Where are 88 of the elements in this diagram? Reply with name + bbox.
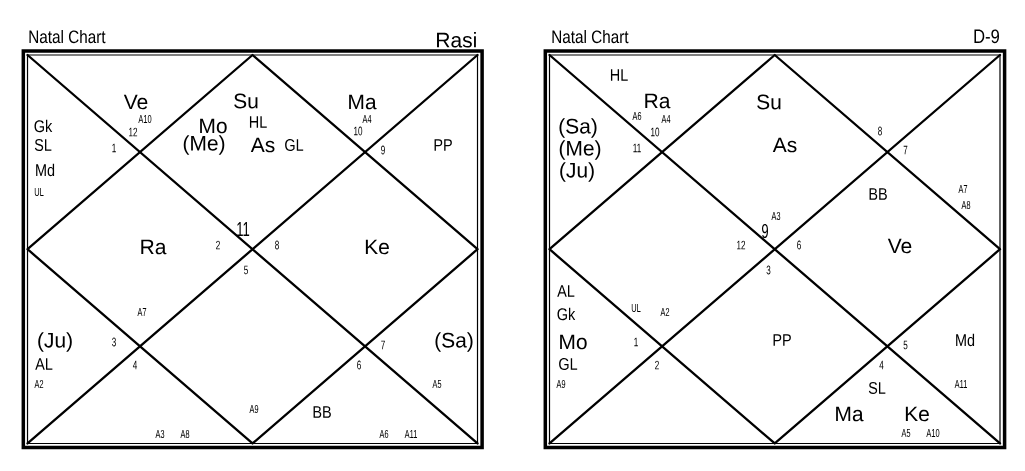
sign-number: 10: [354, 126, 363, 136]
house-label: Gk: [34, 119, 53, 133]
house-label: PP: [434, 139, 452, 151]
sign-number: 1: [112, 143, 116, 153]
house-label: A5: [432, 380, 442, 388]
house-label: A11: [954, 380, 967, 388]
house-label: A6: [632, 111, 642, 121]
house-label: Ve: [123, 94, 148, 110]
house-label: GL: [559, 357, 578, 370]
house-label: A8: [180, 429, 190, 439]
sign-number: 9: [381, 145, 385, 155]
sign-number: 10: [651, 127, 660, 137]
house-label: As: [250, 137, 275, 153]
house-label: Mo: [200, 118, 227, 134]
house-label: A3: [155, 429, 165, 439]
sign-number: 12: [737, 240, 746, 250]
house-label: A10: [926, 428, 940, 438]
sign-number: 6: [797, 240, 801, 250]
chart-name: D-9: [974, 29, 999, 44]
house-label: Su: [234, 93, 258, 109]
house-label: UL: [34, 188, 44, 196]
house-label: A4: [661, 115, 671, 123]
sign-number: 1: [634, 337, 638, 347]
sign-number: 2: [216, 240, 220, 250]
house-label: As: [772, 137, 797, 153]
chart-frame: [21, 29, 484, 450]
house-label: A2: [34, 380, 44, 388]
house-label: A11: [404, 430, 417, 438]
sign-number: 7: [381, 340, 385, 350]
house-label: A7: [137, 308, 147, 316]
sign-number: 2: [655, 360, 659, 370]
house-label: (Sa): [435, 332, 473, 352]
house-label: (Ju): [38, 332, 72, 352]
house-label: (Me): [559, 140, 601, 160]
house-label: Gk: [557, 307, 576, 321]
sign-number: 11: [633, 143, 641, 153]
house-label: A9: [556, 379, 566, 389]
house-label: Ma: [349, 94, 377, 110]
house-label: SL: [868, 381, 886, 394]
house-label: A9: [249, 404, 259, 414]
sign-number: 8: [878, 126, 882, 136]
house-label: BB: [869, 188, 887, 200]
house-label: Md: [36, 163, 55, 177]
sign-number: 3: [766, 265, 771, 275]
house-label: A2: [660, 308, 670, 316]
sign-number: 4: [132, 360, 138, 370]
house-label: A7: [958, 185, 968, 193]
sign-number: 5: [244, 265, 248, 275]
house-label: A8: [961, 200, 971, 210]
house-label: Ke: [365, 239, 389, 255]
sign-number: 3: [112, 337, 116, 347]
house-label: Mo: [560, 334, 587, 350]
house-label: Ma: [836, 406, 864, 422]
chart-name: Rasi: [437, 32, 476, 48]
house-label: UL: [631, 304, 641, 312]
sign-number: 6: [357, 360, 361, 370]
house-label: Ve: [887, 238, 912, 254]
sign-number: 12: [129, 127, 138, 137]
house-label: A4: [362, 115, 372, 123]
house-label: AL: [35, 358, 53, 370]
sign-number: 11: [237, 222, 250, 236]
chart-title: Natal Chart: [552, 29, 629, 44]
house-label: A10: [138, 114, 152, 124]
house-label: Ra: [645, 93, 671, 109]
house-label: SL: [34, 139, 52, 151]
house-label: Md: [956, 333, 975, 347]
sign-number: 9: [762, 223, 768, 239]
house-label: (Ju): [560, 162, 594, 182]
sign-number: 5: [903, 340, 908, 350]
house-label: Su: [757, 94, 781, 110]
house-label: AL: [557, 285, 575, 297]
sign-number: 8: [275, 240, 279, 250]
house-label: Ra: [141, 239, 167, 255]
house-label: HL: [249, 116, 267, 128]
house-label: HL: [610, 69, 628, 81]
house-label: PP: [773, 334, 791, 346]
house-label: (Sa): [559, 118, 597, 138]
sign-number: 7: [903, 145, 908, 155]
house-label: A3: [771, 211, 781, 221]
house-label: GL: [285, 139, 304, 151]
house-label: BB: [313, 406, 331, 418]
house-label: (Me): [183, 135, 225, 155]
chart-frame: [543, 29, 1007, 450]
sign-number: 4: [879, 360, 884, 370]
house-label: A6: [379, 429, 389, 439]
house-label: A5: [901, 429, 911, 437]
chart-title: Natal Chart: [29, 29, 106, 44]
house-label: Ke: [905, 406, 929, 422]
